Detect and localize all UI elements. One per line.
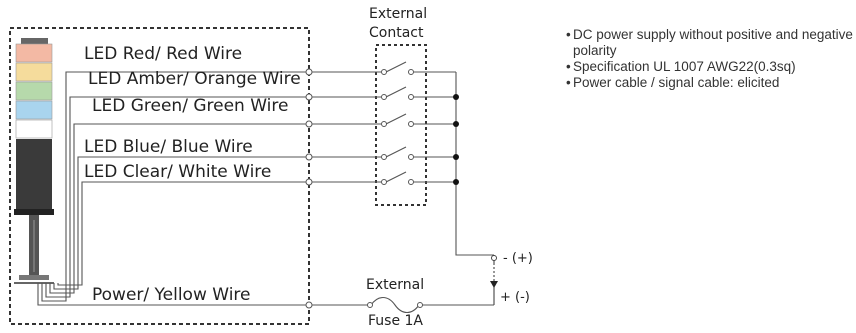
tower-tier-green <box>15 81 53 101</box>
note-item: Power cable / signal cable: elicited <box>566 75 856 91</box>
wire-label-green: LED Green/ Green Wire <box>92 96 288 116</box>
tower-tier-amber <box>15 62 53 82</box>
enclosure-terminals <box>305 68 313 309</box>
tower-light <box>14 38 54 284</box>
wire-label-amber: LED Amber/ Orange Wire <box>88 69 301 89</box>
tower-tier-red <box>15 43 53 63</box>
terminal-arrow-icon <box>490 281 498 288</box>
tower-cap <box>21 38 48 44</box>
wire-label-clear: LED Clear/ White Wire <box>84 162 271 182</box>
contact-switches <box>312 61 456 183</box>
note-item: Specification UL 1007 AWG22(0.3sq) <box>566 59 856 75</box>
tower-mount-flange <box>19 275 49 280</box>
bus-junctions <box>453 94 459 185</box>
tower-tier-clear <box>15 119 53 139</box>
note-item: DC power supply without positive and neg… <box>566 27 856 59</box>
external-contact-label-line1: External <box>369 6 427 22</box>
switch-contacts <box>381 69 414 185</box>
spec-notes: DC power supply without positive and neg… <box>566 27 856 91</box>
power-line <box>312 296 494 314</box>
external-contact-box <box>375 44 427 206</box>
terminal-top-node <box>491 255 497 261</box>
external-fuse-label-line2: Fuse 1A <box>368 313 423 329</box>
external-contact-label-line2: Contact <box>369 25 424 41</box>
tower-wires <box>37 71 307 306</box>
wire-label-power: Power/ Yellow Wire <box>92 285 251 305</box>
tower-tier-blue <box>15 100 53 120</box>
common-bus <box>455 72 494 256</box>
wire-label-blue: LED Blue/ Blue Wire <box>84 137 253 157</box>
external-fuse-label-line1: External <box>366 277 424 293</box>
tower-body <box>16 139 52 209</box>
terminal-bottom-label: + (-) <box>500 290 530 305</box>
tower-base-ring <box>14 209 54 215</box>
wire-label-red: LED Red/ Red Wire <box>84 44 242 64</box>
fuse-terminals <box>367 302 423 308</box>
terminal-top-label: - (+) <box>503 251 533 266</box>
tower-enclosure <box>9 27 310 325</box>
